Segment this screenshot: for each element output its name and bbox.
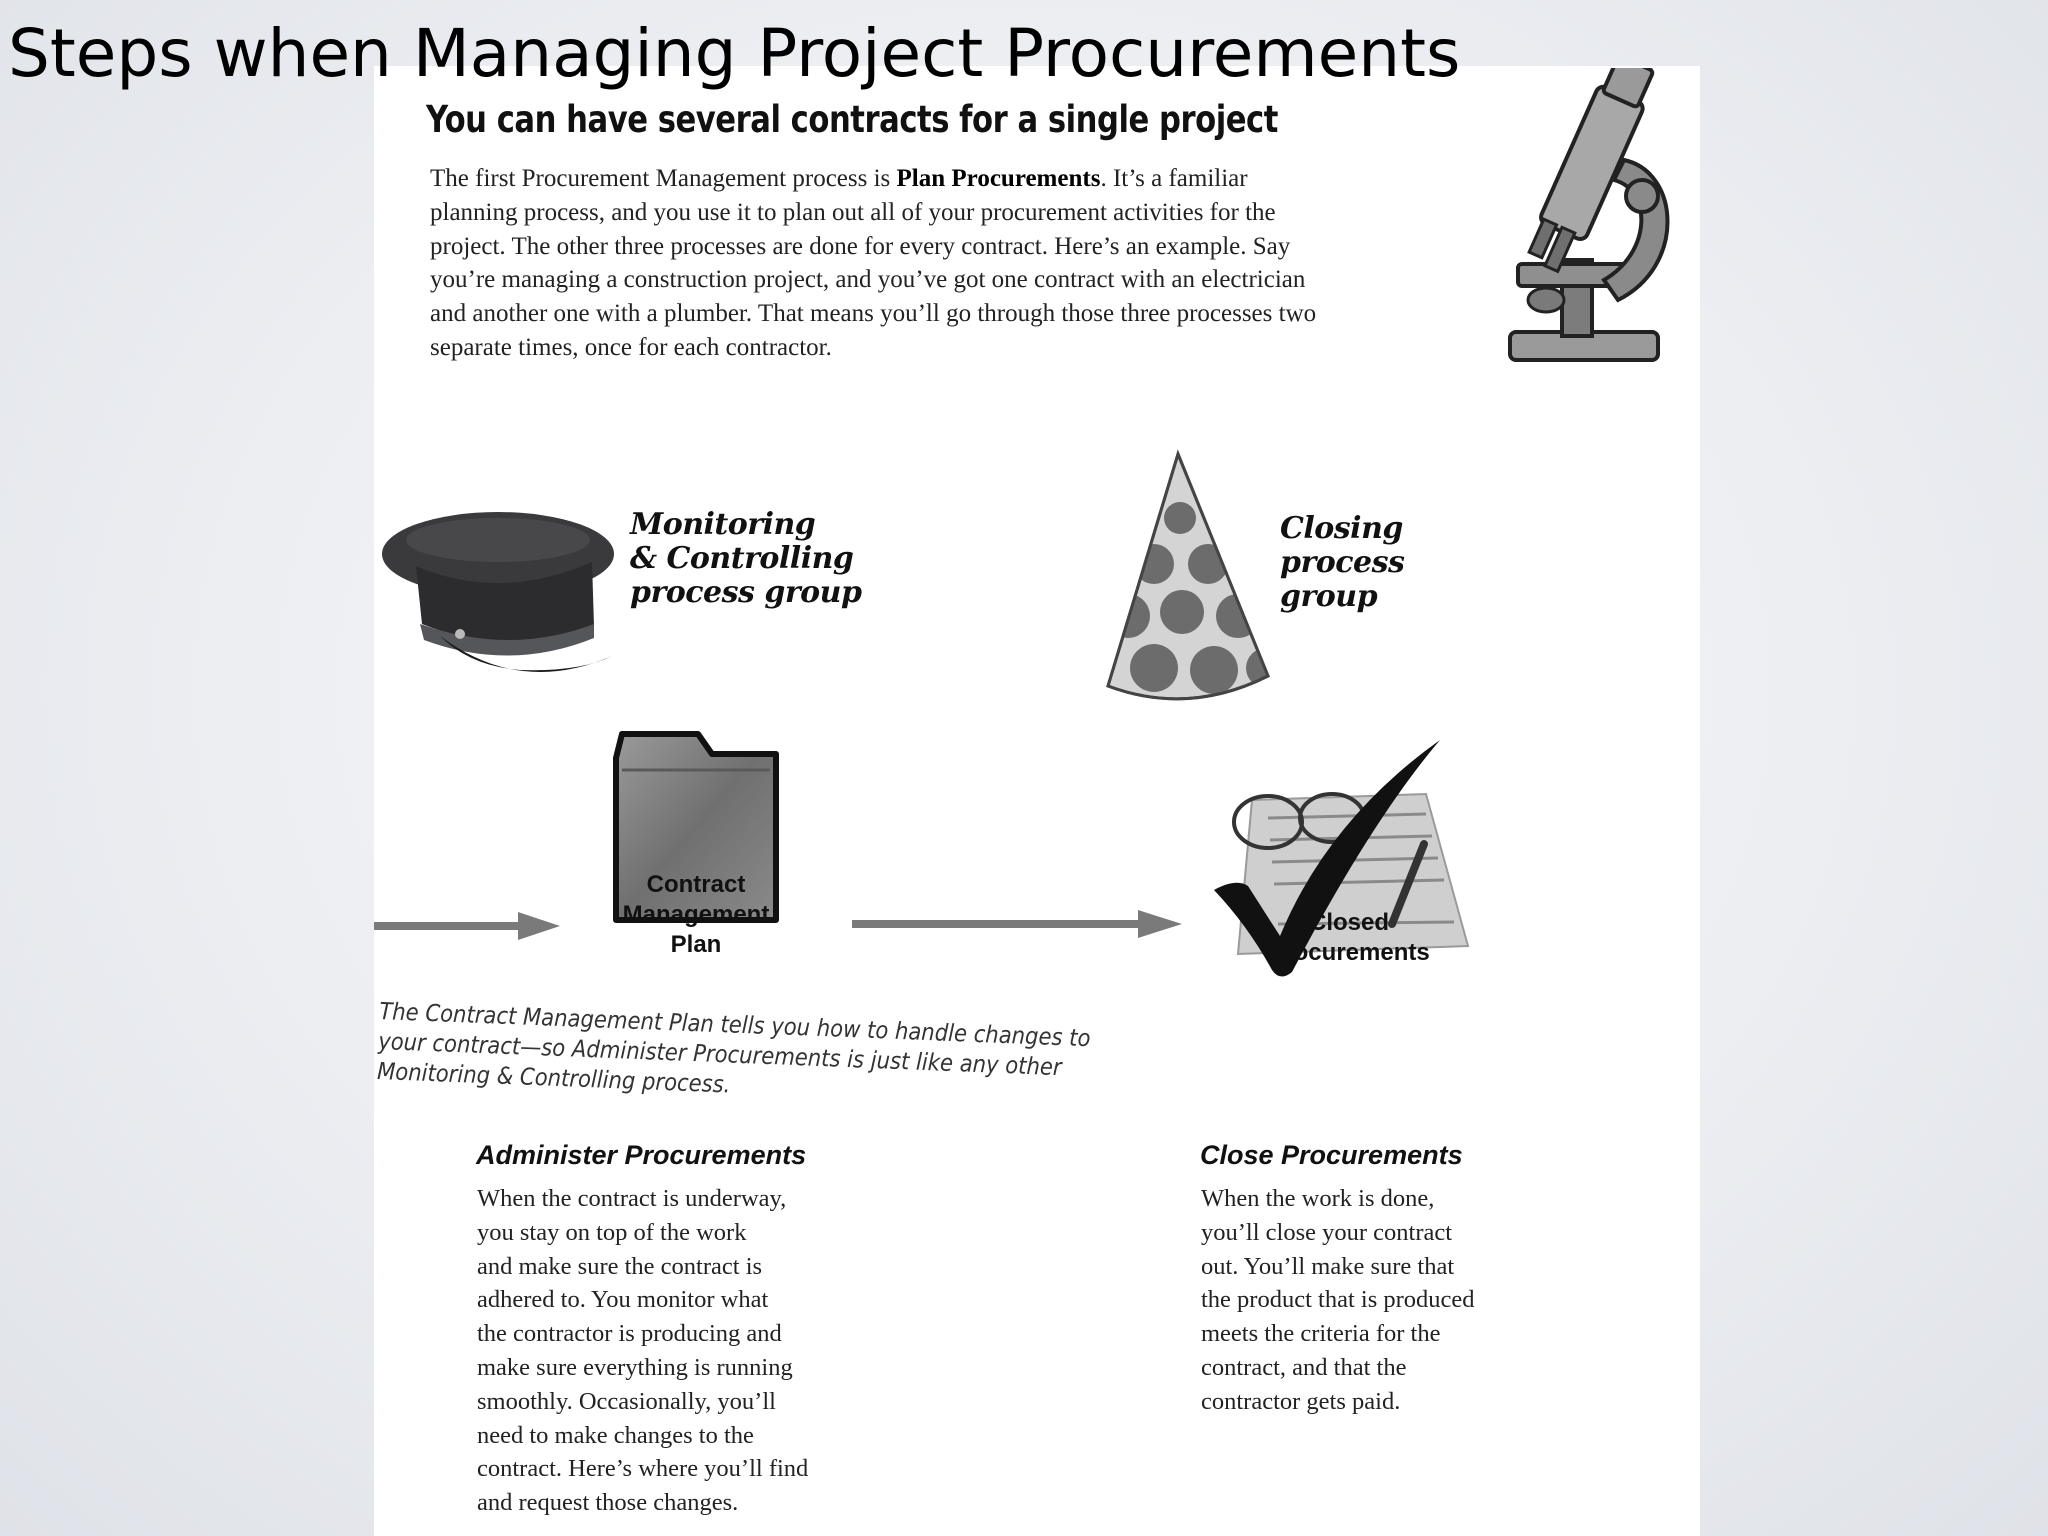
text-line: When the contract is underway, — [477, 1185, 787, 1212]
slide-title: Steps when Managing Project Procurements — [8, 15, 1461, 92]
caption-line: Plan — [670, 931, 722, 958]
text-line: out. You’ll make sure that — [1201, 1252, 1455, 1280]
text-line: and make sure the contract is — [477, 1252, 763, 1280]
text-line: the contractor is producing and — [477, 1320, 782, 1348]
text-line: When the work is done, — [1201, 1185, 1435, 1212]
closing-label-line: Closing — [1280, 511, 1403, 546]
party-hat-icon — [1106, 449, 1270, 701]
caption-line: Management — [622, 901, 770, 928]
text-line: make sure everything is running — [477, 1353, 793, 1381]
contract-management-plan-caption: Contract Management Plan — [574, 870, 818, 960]
monitoring-label-line: Monitoring — [630, 507, 816, 542]
text-line: the product that is produced — [1201, 1286, 1475, 1314]
flow-arrow-right — [852, 910, 1182, 938]
intro-bold-term: Plan Procurements — [896, 165, 1101, 192]
intro-text-end: . It’s a familiar planning process, and … — [430, 165, 1317, 361]
intro-text-start: The first Procurement Management process… — [430, 165, 897, 192]
text-line: you stay on top of the work — [477, 1218, 747, 1246]
caption-line: Procurements — [1268, 939, 1430, 966]
closed-procurements-caption: Closed Procurements — [1234, 908, 1464, 968]
text-line: meets the criteria for the — [1201, 1320, 1441, 1348]
book-page: You can have several contracts for a sin… — [374, 66, 1700, 1536]
microscope-icon — [1508, 68, 1670, 362]
text-line: need to make changes to the — [477, 1421, 754, 1449]
monitoring-controlling-label: Monitoring & Controlling process group — [630, 507, 862, 610]
checkmark-document-icon — [1214, 740, 1470, 977]
caption-line: Closed — [1308, 909, 1389, 936]
text-line: contract, and that the — [1201, 1353, 1407, 1381]
police-cap-icon — [382, 512, 614, 672]
intro-paragraph: The first Procurement Management process… — [430, 162, 1320, 365]
flow-arrow-left — [374, 912, 560, 940]
monitoring-label-line: & Controlling — [630, 541, 854, 576]
caption-line: Contract — [646, 871, 746, 898]
administer-procurements-title: Administer Procurements — [476, 1140, 807, 1170]
handwritten-note: The Contract Management Plan tells you h… — [376, 996, 1091, 1099]
closing-label-line: process — [1280, 545, 1405, 580]
administer-procurements-text: When the contract is underway, you stay … — [477, 1182, 808, 1520]
folder-icon — [613, 731, 779, 923]
close-procurements-text: When the work is done, you’ll close your… — [1201, 1182, 1475, 1419]
closing-label-line: group — [1280, 579, 1378, 614]
text-line: you’ll close your contract — [1201, 1218, 1453, 1246]
close-procurements-title: Close Procurements — [1200, 1140, 1463, 1170]
text-line: contractor gets paid. — [1201, 1387, 1401, 1415]
text-line: adhered to. You monitor what — [477, 1286, 769, 1314]
monitoring-label-line: process group — [630, 575, 862, 610]
closing-process-label: Closing process group — [1280, 511, 1405, 614]
page-heading: You can have several contracts for a sin… — [426, 98, 1278, 141]
text-line: contract. Here’s where you’ll find — [477, 1455, 809, 1483]
text-line: smoothly. Occasionally, you’ll — [477, 1387, 776, 1415]
text-line: and request those changes. — [477, 1489, 739, 1517]
